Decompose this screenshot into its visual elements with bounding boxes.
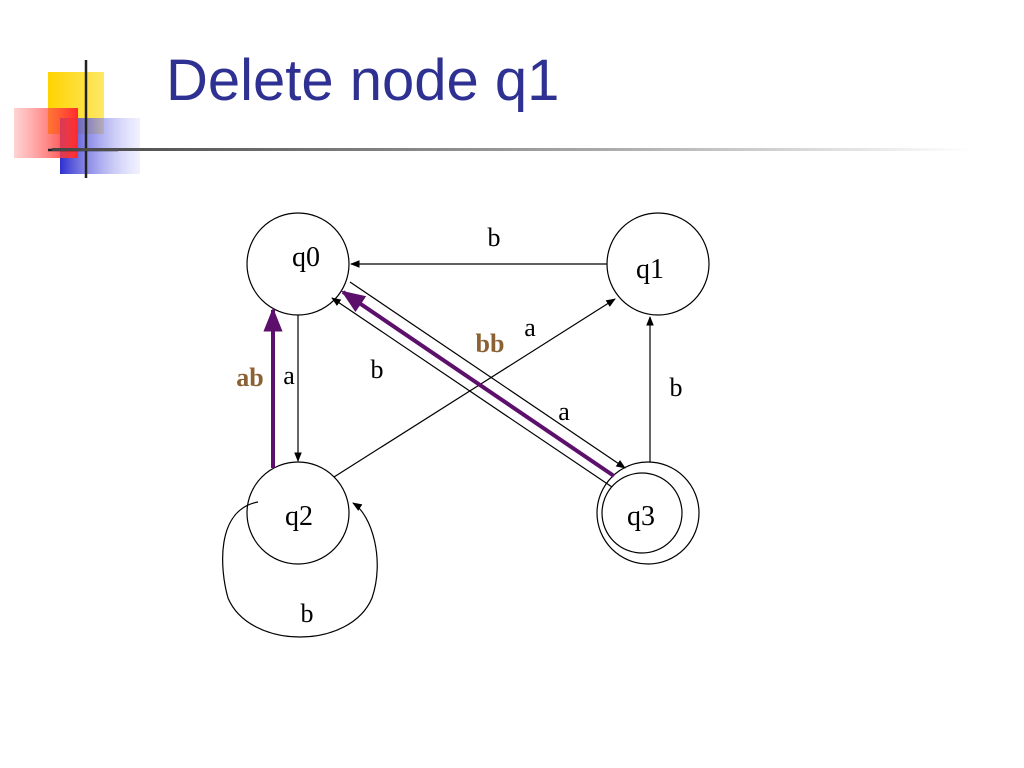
edge-q0-q3 <box>349 281 626 469</box>
node-q0: q0 <box>246 212 350 316</box>
edge-q1-q0-label: b <box>488 223 501 252</box>
edge-q3-q0-label: a <box>558 397 570 426</box>
edge-q0-q2-label: a <box>283 361 295 390</box>
slide-logo-decoration <box>14 60 140 178</box>
edge-q2-q1 <box>333 298 616 478</box>
edge-q3-q0 <box>331 297 613 488</box>
slide-title: Delete node q1 <box>166 48 560 113</box>
edge-q2-loop <box>222 501 378 638</box>
edge-q3-q1-label: b <box>670 373 683 402</box>
edge-q3-q0-new <box>341 290 616 478</box>
node-q1: q1 <box>606 212 710 316</box>
edge-q3-q0-new-label: bb <box>476 329 505 358</box>
edge-q2-loop-label: b <box>301 599 314 628</box>
edge-q0-q3-label: a <box>524 313 536 342</box>
edge-q2-q1-label: b <box>371 355 384 384</box>
node-q1-label: q1 <box>636 254 664 285</box>
node-q0-label: q0 <box>292 242 320 273</box>
node-q2-label: q2 <box>285 501 313 532</box>
node-q3-accepting: q3 <box>596 461 700 565</box>
node-q2: q2 <box>246 461 350 565</box>
title-underline <box>52 148 972 151</box>
edge-q2-q0-new-label: ab <box>236 363 263 392</box>
node-q3-label: q3 <box>627 501 655 532</box>
